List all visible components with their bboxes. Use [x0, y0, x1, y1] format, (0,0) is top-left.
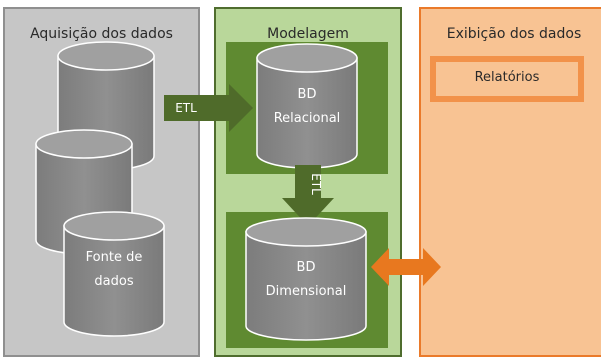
etl-arrow-horizontal: ETL — [164, 84, 253, 132]
relational-db-label-line1: BD — [298, 87, 317, 102]
dimensional-db-label-line1: BD — [297, 260, 316, 275]
relational-db-label-line2: Relacional — [274, 111, 341, 126]
reports-label: Relatórios — [474, 70, 540, 85]
modeling-panel-title: Modelagem — [267, 26, 349, 42]
source-label-line2: dados — [94, 274, 133, 289]
bidirectional-arrow — [371, 248, 441, 286]
display-panel-title: Exibição dos dados — [446, 26, 582, 42]
etl-arrow-vertical: ETL — [282, 165, 334, 226]
acquisition-panel-title: Aquisição dos dados — [30, 26, 173, 42]
dimensional-db-cylinder: BD Dimensional — [245, 217, 367, 341]
source-cylinder-front: Fonte de dados — [63, 211, 165, 337]
dimensional-db-label-line2: Dimensional — [266, 284, 347, 299]
source-label-line1: Fonte de — [86, 250, 143, 265]
etl-horizontal-label: ETL — [175, 101, 197, 115]
relational-db-cylinder: BD Relacional — [256, 43, 358, 169]
reports-box: Relatórios — [430, 56, 584, 102]
etl-vertical-label: ETL — [309, 173, 323, 195]
